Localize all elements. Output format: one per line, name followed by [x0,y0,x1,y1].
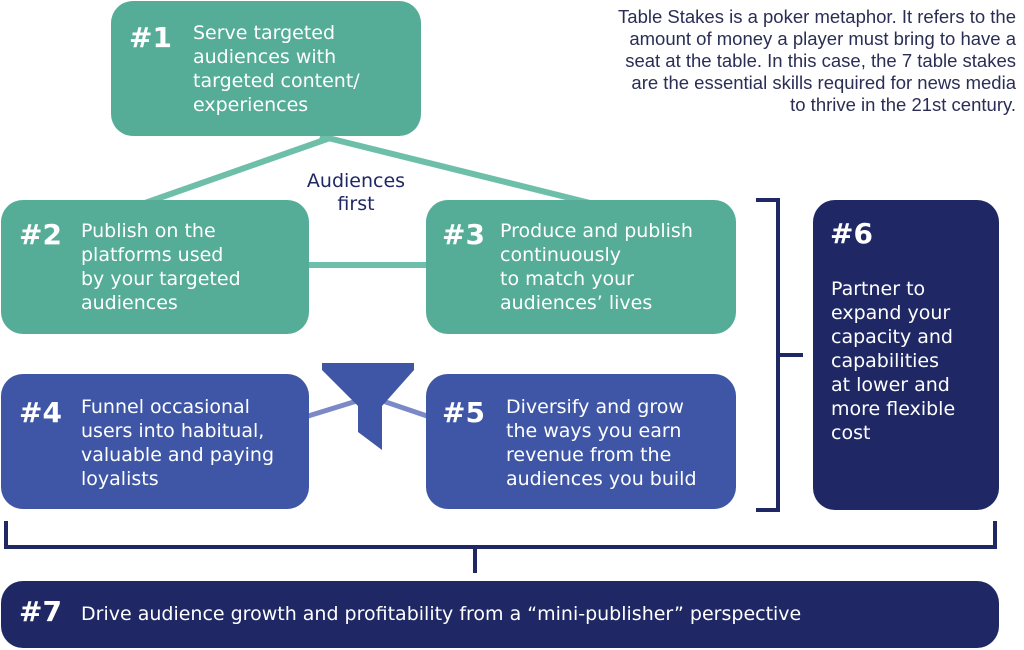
stake-box-4: #4 Funnel occasional users into habitual… [1,374,309,509]
stake-box-5: #5 Diversify and grow the ways you earn … [426,374,736,509]
stake-box-1: #1 Serve targeted audiences with targete… [111,1,421,136]
stake-number: #5 [442,396,485,429]
stake-number: #7 [19,595,62,628]
stake-text: Drive audience growth and profitability … [81,603,802,625]
funnel-icon [322,363,414,450]
stake-text: Partner to expand your capacity and capa… [831,278,956,444]
connector-funnel-5 [379,397,431,420]
stake-number: #2 [19,218,62,251]
stake-number: #6 [830,217,873,250]
stake-number: #3 [442,218,485,251]
intro-text: Table Stakes is a poker metaphor. It ref… [618,6,1016,115]
connector-1-3 [319,133,591,206]
stake-box-3: #3 Produce and publish continuously to m… [426,200,736,334]
stake-box-6: #6 Partner to expand your capacity and c… [813,200,999,510]
stake-box-7: #7 Drive audience growth and profitabili… [1,581,999,648]
bracket-right [756,198,803,512]
connector-4-funnel [304,397,361,420]
bracket-bottom [4,521,997,573]
stake-box-2: #2 Publish on the platforms used by your… [1,200,309,334]
stake-number: #4 [19,396,62,429]
stake-text: Produce and publish continuously to matc… [500,220,693,314]
connector-1-2 [144,135,331,206]
stake-text: Publish on the platforms used by your ta… [81,220,241,314]
stake-text: Funnel occasional users into habitual, v… [81,396,275,490]
audiences-first-label: Audiences first [306,170,406,215]
stake-text: Serve targeted audiences with targeted c… [193,22,360,116]
stake-number: #1 [129,21,172,54]
stake-text: Diversify and grow the ways you earn rev… [506,396,697,490]
